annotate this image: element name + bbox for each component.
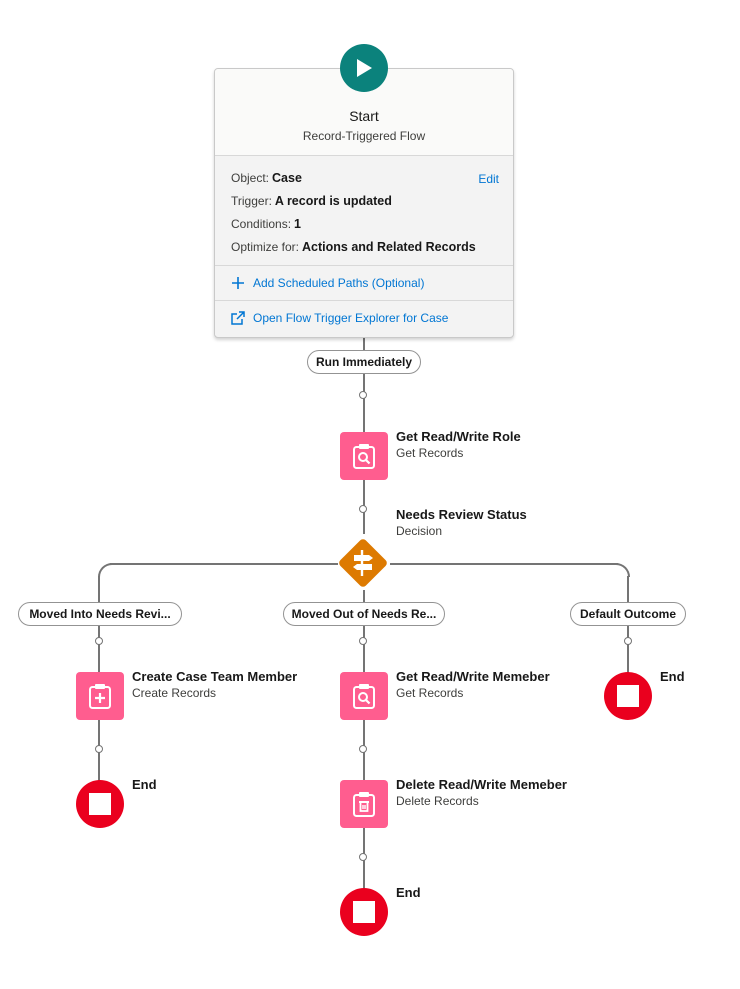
delete-records-element[interactable]	[340, 780, 388, 828]
connector-line	[98, 576, 100, 602]
element-title: Create Case Team Member	[132, 669, 298, 684]
element-subtitle: Delete Records	[396, 794, 479, 808]
add-element-connector[interactable]	[359, 637, 367, 645]
open-trigger-explorer-link[interactable]: Open Flow Trigger Explorer for Case	[215, 300, 513, 335]
start-icon[interactable]	[340, 44, 388, 92]
edit-link[interactable]: Edit	[478, 172, 499, 186]
end-element[interactable]	[604, 672, 652, 720]
delete-records-icon	[353, 792, 375, 817]
add-element-connector[interactable]	[359, 391, 367, 399]
element-title: Get Read/Write Role	[396, 429, 521, 444]
branch-line-left	[110, 563, 338, 565]
element-subtitle: Decision	[396, 524, 443, 538]
add-element-connector[interactable]	[95, 745, 103, 753]
outcome-moved-out-of-needs-review[interactable]: Moved Out of Needs Re...	[283, 602, 445, 626]
decision-icon	[339, 539, 387, 587]
end-element[interactable]	[340, 888, 388, 936]
element-title: Delete Read/Write Memeber	[396, 777, 567, 792]
add-element-connector[interactable]	[359, 853, 367, 861]
create-records-icon	[89, 684, 111, 709]
end-label: End	[396, 885, 421, 900]
branch-line-right	[390, 563, 618, 565]
connector-line	[363, 590, 365, 602]
create-records-element[interactable]	[76, 672, 124, 720]
add-scheduled-paths-link[interactable]: Add Scheduled Paths (Optional)	[215, 265, 513, 300]
play-icon	[357, 59, 372, 77]
add-element-connector[interactable]	[359, 505, 367, 513]
start-subtitle: Record-Triggered Flow	[302, 129, 426, 143]
add-element-connector[interactable]	[95, 637, 103, 645]
outcome-default[interactable]: Default Outcome	[570, 602, 686, 626]
stop-icon	[617, 685, 639, 707]
connector-line	[363, 338, 365, 358]
connector-line	[363, 626, 365, 906]
stop-icon	[89, 793, 111, 815]
outcome-moved-into-needs-review[interactable]: Moved Into Needs Revi...	[18, 602, 182, 626]
start-properties: Edit Object:Case Trigger:A record is upd…	[215, 156, 513, 265]
add-element-connector[interactable]	[359, 745, 367, 753]
end-element[interactable]	[76, 780, 124, 828]
property-conditions: Conditions:1	[231, 217, 301, 231]
element-subtitle: Get Records	[396, 686, 464, 700]
decision-element[interactable]	[336, 536, 390, 590]
connector-line	[627, 576, 629, 602]
element-title: Get Read/Write Memeber	[396, 669, 550, 684]
get-records-icon	[353, 684, 375, 709]
element-subtitle: Get Records	[396, 446, 464, 460]
element-title: Needs Review Status	[396, 507, 527, 522]
stop-icon	[353, 901, 375, 923]
new-window-icon	[231, 311, 247, 325]
property-trigger: Trigger:A record is updated	[231, 194, 392, 208]
start-element[interactable]: Start Record-Triggered Flow Edit Object:…	[214, 68, 514, 338]
end-label: End	[660, 669, 685, 684]
branch-corner-right	[616, 563, 630, 577]
run-immediately-path[interactable]: Run Immediately	[307, 350, 421, 374]
end-label: End	[132, 777, 157, 792]
get-records-element[interactable]	[340, 672, 388, 720]
start-title: Start	[349, 108, 379, 124]
property-object: Object:Case	[231, 171, 302, 185]
get-records-icon	[353, 444, 375, 469]
add-icon	[231, 276, 247, 290]
add-element-connector[interactable]	[624, 637, 632, 645]
connector-line	[627, 626, 629, 686]
branch-corner-left	[98, 563, 112, 577]
get-records-element[interactable]	[340, 432, 388, 480]
element-subtitle: Create Records	[132, 686, 217, 700]
property-optimize: Optimize for:Actions and Related Records	[231, 240, 476, 254]
